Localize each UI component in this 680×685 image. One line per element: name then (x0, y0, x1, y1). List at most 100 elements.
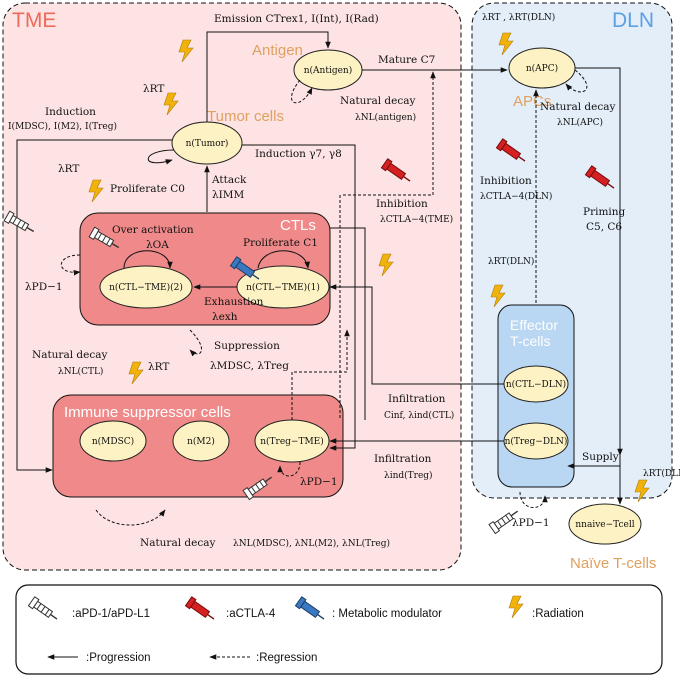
lambda-rt-naive: λRT(DLN) (643, 468, 680, 479)
priming-c: C5, C6 (586, 221, 622, 233)
legend-metabolic: : Metabolic modulator (332, 608, 442, 620)
lambda-inf-ctl: Cinf, λind(CTL) (384, 410, 454, 421)
lambda-supp: λMDSC, λTreg (210, 360, 289, 372)
inhibition-tme-text: Inhibition (376, 198, 428, 210)
ctls-label: CTLs (280, 217, 316, 234)
antigen-decay-text: Natural decay (340, 95, 415, 107)
lambda-exh: λexh (212, 311, 238, 323)
ctl-to-tumor-line (330, 227, 366, 420)
treg-tme-node-label: n(Treg−TME) (260, 436, 324, 447)
tumor-node-label: n(Tumor) (186, 138, 229, 149)
antigen-node-label: n(Antigen) (304, 65, 353, 76)
legend-progression: :Progression (86, 652, 151, 664)
dln-title: DLN (612, 9, 654, 32)
mdsc-node: n(MDSC) (79, 420, 147, 462)
legend-actla4: :aCTLA-4 (226, 608, 276, 620)
apcs-label: APCs (513, 93, 551, 110)
m2-node: n(M2) (172, 420, 230, 462)
ctl2-node: n(CTL−TME)(2) (99, 265, 193, 309)
induction-gamma-arrow (242, 144, 356, 451)
m2-node-label: n(M2) (187, 436, 215, 447)
mature-text: Mature C7 (378, 54, 435, 66)
over-activation-loop (123, 250, 173, 269)
treg-dln-node: n(Treg−DLN) (503, 422, 569, 460)
naive-node: nnaive−Tcell (568, 503, 642, 545)
infiltration-ctl-text: Infiltration (388, 393, 446, 405)
induction-arrow (16, 139, 172, 473)
legend-regression: :Regression (256, 652, 317, 664)
naive-label: Naïve T-cells (570, 555, 656, 572)
apc-decay-lambda: λNL(APC) (557, 117, 603, 128)
lambda-oa: λOA (146, 239, 169, 251)
over-activation-text: Over activation (112, 224, 194, 236)
pd1-treg-loop (277, 461, 301, 477)
isc-decay-text: Natural decay (140, 537, 215, 549)
inhibition-dln-text: Inhibition (480, 175, 532, 187)
lambda-rt-ctl: λRT (58, 163, 79, 175)
isc-decay-loop (95, 509, 166, 526)
infiltration-ctl-arrow (329, 284, 504, 385)
ctl-dln-node-label: n(CTL−DLN) (506, 379, 566, 390)
exhaustion-text: Exhaustion (204, 296, 264, 308)
ctl2-node-label: n(CTL−TME)(2) (109, 282, 183, 293)
induction-terms: I(MDSC), I(M2), I(Treg) (8, 121, 117, 132)
lambda-pd1-dln: λPD−1 (512, 517, 550, 529)
infiltration-treg-text: Infiltration (374, 453, 432, 465)
proliferate-c1-text: Proliferate C1 (243, 237, 318, 249)
lambda-ctla4-dln: λCTLA−4(DLN) (480, 191, 552, 202)
tumor-node: n(Tumor) (171, 121, 243, 165)
treg-dln-node-label: n(Treg−DLN) (505, 436, 568, 447)
immune-suppressor-label: Immune suppressor cells (64, 404, 231, 421)
suppression-text: Suppression (214, 340, 280, 352)
lambda-rt-top: λRT (143, 83, 164, 95)
effector-label-1: Effector (510, 317, 558, 333)
treg-tme-node: n(Treg−TME) (254, 419, 330, 463)
antigen-decay-loop (291, 79, 313, 104)
lambda-rt-dln: λRT(DLN) (488, 256, 534, 267)
antigen-label: Antigen (252, 42, 303, 59)
lambda-rt-isc: λRT (148, 361, 169, 373)
lambda-imm: λIMM (212, 189, 245, 201)
tumor-cells-label: Tumor cells (207, 108, 284, 125)
legend-radiation: :Radiation (532, 608, 584, 620)
emission-arrow (206, 31, 331, 122)
antigen-decay-lambda: λNL(antigen) (355, 112, 416, 123)
lambda-ind-treg: λind(Treg) (384, 470, 433, 481)
supply-text: Supply (582, 451, 619, 463)
proliferate-c1-loop (257, 250, 310, 269)
lambda-pd1-treg: λPD−1 (300, 476, 338, 488)
emission-text: Emission CTrex1, I(Int), I(Rad) (214, 13, 379, 25)
ctl1-node-label: n(CTL−TME)(1) (246, 282, 320, 293)
priming-text: Priming (583, 206, 626, 218)
legend-apd1: :aPD-1/aPD-L1 (72, 608, 150, 620)
ctl-dln-node: n(CTL−DLN) (503, 365, 569, 403)
tme-title: TME (12, 9, 56, 32)
apc-decay-text: Natural decay (540, 101, 615, 113)
proliferate-c0-text: Proliferate C0 (110, 183, 185, 195)
effector-label-2: T-cells (510, 333, 550, 349)
mdsc-node-label: n(MDSC) (92, 436, 134, 447)
lambda-nl-ctl: λNL(CTL) (58, 366, 103, 377)
proliferate-c0-loop (147, 149, 175, 165)
naive-node-label: nnaive−Tcell (575, 520, 634, 530)
induction-text: Induction (45, 106, 96, 118)
suppression-arrow (291, 329, 350, 420)
apc-decay-loop (565, 69, 588, 93)
priming-arrow (575, 67, 623, 456)
lambda-pd1-ctl: λPD−1 (25, 281, 63, 293)
apc-node: n(APC) (508, 47, 576, 89)
antigen-node: n(Antigen) (293, 49, 363, 91)
apc-node-label: n(APC) (526, 63, 558, 74)
inhibition-tme-arrow (343, 71, 436, 196)
pd1-ctl-loop (60, 254, 81, 276)
induction-gamma-text: Induction γ7, γ8 (255, 148, 342, 160)
nl-terms: λNL(MDSC), λNL(M2), λNL(Treg) (233, 538, 390, 549)
legend-box (15, 584, 663, 675)
ctl-decay-text: Natural decay (32, 349, 107, 361)
attack-text: Attack (211, 174, 247, 186)
lambda-rt-dln-top: λRT , λRT(DLN) (482, 12, 555, 23)
ctl-decay-loop (189, 329, 202, 357)
pd1-dln-loop (519, 491, 548, 508)
lambda-ctla4-tme: λCTLA−4(TME) (380, 214, 453, 225)
